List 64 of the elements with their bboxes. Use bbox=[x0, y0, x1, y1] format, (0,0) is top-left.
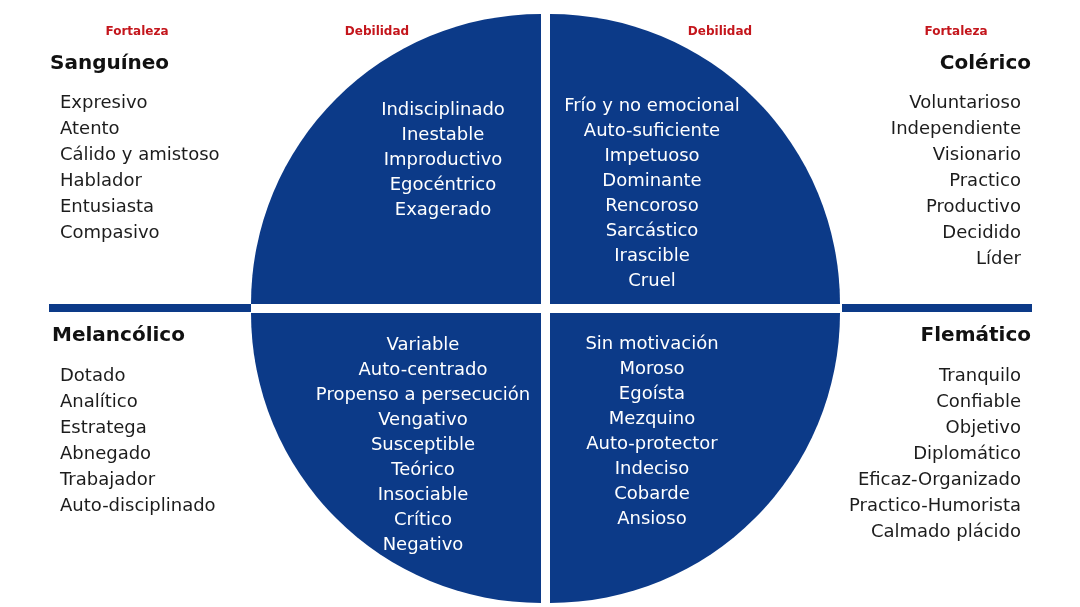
trait-text: Egoísta bbox=[618, 381, 686, 405]
trait-text: Dotado bbox=[60, 363, 126, 387]
trait-text: Practico-Humorista bbox=[848, 493, 1021, 517]
trait-text: Trabajador bbox=[60, 467, 156, 491]
trait-text: Analítico bbox=[60, 389, 138, 413]
column-heading: Fortaleza bbox=[105, 23, 169, 39]
trait-text: Auto-suficiente bbox=[583, 118, 721, 142]
trait-text: Objetivo bbox=[945, 415, 1021, 439]
trait-text: Vengativo bbox=[378, 407, 468, 431]
trait-text: Atento bbox=[60, 116, 120, 140]
trait-text: Productivo bbox=[926, 194, 1021, 218]
trait-text: Sin motivación bbox=[585, 331, 719, 355]
temperament-heading: Sanguíneo bbox=[50, 49, 170, 75]
trait-text: Tranquilo bbox=[938, 363, 1021, 387]
trait-text: Egocéntrico bbox=[389, 172, 497, 196]
trait-text: Voluntarioso bbox=[909, 90, 1021, 114]
trait-text: Crítico bbox=[394, 507, 452, 531]
trait-text: Líder bbox=[976, 246, 1021, 270]
trait-text: Impetuoso bbox=[604, 143, 700, 167]
trait-text: Eficaz-Organizado bbox=[857, 467, 1021, 491]
trait-text: Mezquino bbox=[608, 406, 696, 430]
trait-text: Sarcástico bbox=[605, 218, 699, 242]
trait-text: Rencoroso bbox=[605, 193, 699, 217]
trait-text: Hablador bbox=[60, 168, 142, 192]
trait-text: Entusiasta bbox=[60, 194, 155, 218]
trait-text: Propenso a persecución bbox=[315, 382, 531, 406]
trait-text: Insociable bbox=[377, 482, 469, 506]
trait-text: Confiable bbox=[936, 389, 1021, 413]
trait-text: Auto-centrado bbox=[358, 357, 488, 381]
trait-text: Cruel bbox=[628, 268, 676, 292]
temperament-heading: Flemático bbox=[920, 321, 1031, 347]
column-heading: Debilidad bbox=[687, 23, 753, 39]
trait-text: Estratega bbox=[60, 415, 147, 439]
trait-text: Practico bbox=[949, 168, 1021, 192]
trait-text: Visionario bbox=[932, 142, 1021, 166]
trait-text: Diplomático bbox=[913, 441, 1021, 465]
trait-text: Negativo bbox=[382, 532, 464, 556]
trait-text: Teórico bbox=[391, 457, 455, 481]
trait-text: Indisciplinado bbox=[381, 97, 505, 121]
trait-text: Ansioso bbox=[617, 506, 687, 530]
temperament-heading: Melancólico bbox=[52, 321, 185, 347]
temperament-heading: Colérico bbox=[939, 49, 1031, 75]
column-heading: Fortaleza bbox=[924, 23, 988, 39]
trait-text: Indeciso bbox=[614, 456, 690, 480]
trait-text: Decidido bbox=[942, 220, 1021, 244]
trait-text: Compasivo bbox=[60, 220, 160, 244]
trait-text: Cálido y amistoso bbox=[60, 142, 220, 166]
trait-text: Moroso bbox=[619, 356, 685, 380]
trait-text: Dominante bbox=[602, 168, 702, 192]
trait-text: Irascible bbox=[614, 243, 690, 267]
trait-text: Susceptible bbox=[370, 432, 476, 456]
trait-text: Abnegado bbox=[60, 441, 152, 465]
trait-text: Frío y no emocional bbox=[564, 93, 740, 117]
trait-text: Exagerado bbox=[394, 197, 492, 221]
trait-text: Expresivo bbox=[60, 90, 148, 114]
trait-text: Variable bbox=[386, 332, 460, 356]
trait-text: Cobarde bbox=[614, 481, 690, 505]
trait-text: Independiente bbox=[890, 116, 1021, 140]
trait-text: Auto-disciplinado bbox=[60, 493, 216, 517]
trait-text: Auto-protector bbox=[586, 431, 718, 455]
trait-text: Inestable bbox=[401, 122, 485, 146]
trait-text: Calmado plácido bbox=[870, 519, 1021, 543]
column-heading: Debilidad bbox=[344, 23, 410, 39]
trait-text: Improductivo bbox=[383, 147, 503, 171]
